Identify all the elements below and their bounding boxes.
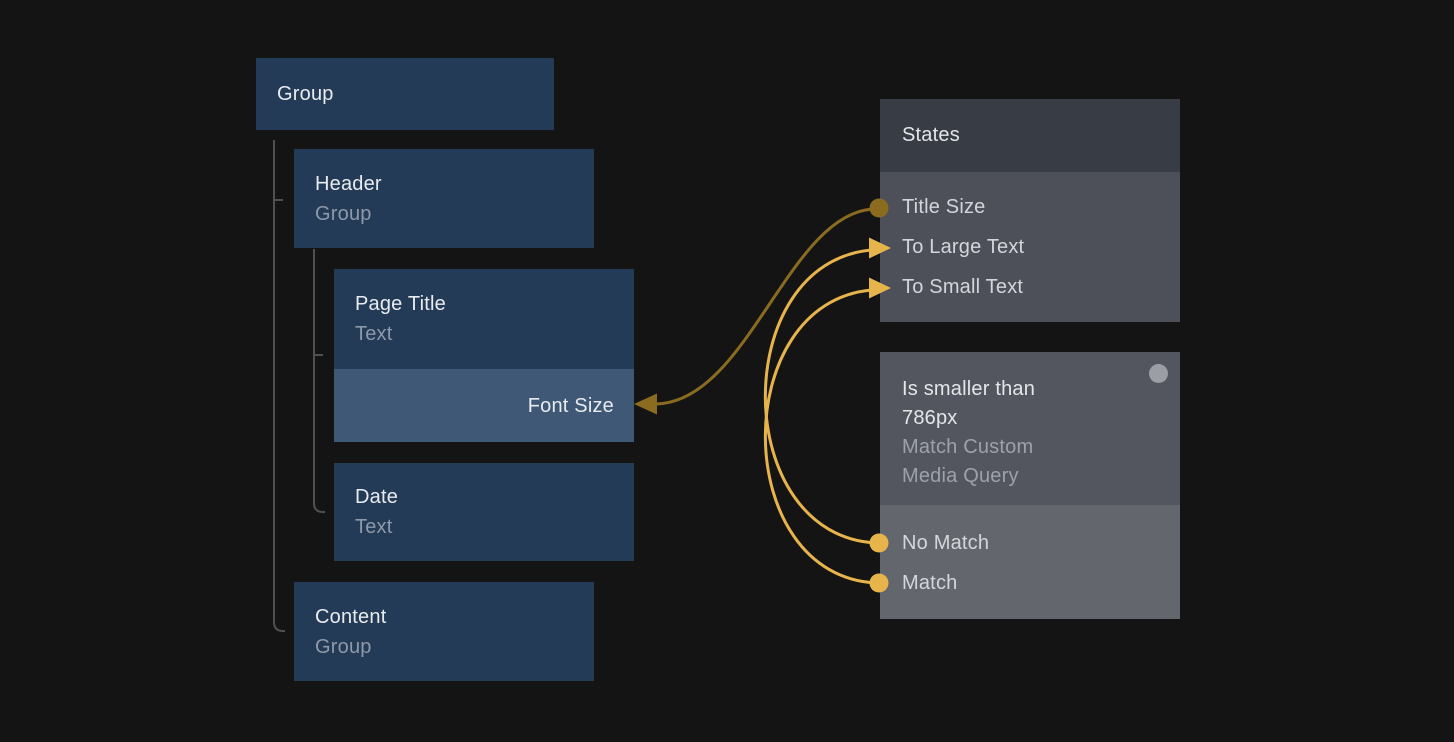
- media-query-item-label: Match: [902, 571, 958, 594]
- layer-node-title: Group: [277, 83, 334, 105]
- layer-node-font-size-override[interactable]: Font Size: [334, 369, 634, 442]
- tree-connector-header-line: [313, 249, 325, 513]
- states-panel-header: States: [880, 99, 1180, 172]
- states-panel-body: Title Size To Large Text To Small Text: [880, 172, 1180, 322]
- layer-node-header[interactable]: Header Group: [294, 149, 594, 248]
- layer-node-type: Group: [315, 635, 372, 658]
- media-query-subtitle-line: Media Query: [902, 465, 1019, 487]
- link-title-size-to-font-size: [655, 207, 874, 406]
- layer-node-date[interactable]: Date Text: [334, 463, 634, 561]
- state-item-to-small-text[interactable]: To Small Text: [880, 267, 1180, 307]
- tree-connector-root-line: [273, 140, 285, 632]
- media-query-item-match[interactable]: Match: [880, 563, 1180, 603]
- layer-node-content[interactable]: Content Group: [294, 582, 594, 681]
- media-query-panel-body: No Match Match: [880, 505, 1180, 619]
- media-query-title-line: Is smaller than: [902, 378, 1036, 400]
- layer-node-title: Date: [355, 486, 399, 508]
- media-query-item-label: No Match: [902, 531, 990, 554]
- media-query-subtitle-line: Match Custom: [902, 436, 1034, 458]
- state-item-label: To Large Text: [902, 235, 1025, 258]
- state-item-label: Title Size: [902, 195, 986, 218]
- layer-node-title: Page Title: [355, 293, 446, 315]
- states-panel-title: States: [902, 124, 960, 146]
- link-match-to-small-text: [763, 288, 878, 585]
- layer-node-group[interactable]: Group: [256, 58, 554, 130]
- layer-node-type: Text: [355, 323, 393, 345]
- layer-node-page-title[interactable]: Page Title Text: [334, 269, 634, 369]
- media-query-item-no-match[interactable]: No Match: [880, 523, 1180, 563]
- connector-handle-icon[interactable]: [1149, 364, 1168, 383]
- media-query-panel: Is smaller than 786px Match Custom Media…: [880, 352, 1180, 619]
- link-no-match-to-large-text: [763, 248, 878, 545]
- layer-node-title: Header: [315, 172, 382, 195]
- media-query-title-line: 786px: [902, 407, 958, 429]
- layer-node-type: Text: [355, 516, 393, 538]
- layer-node-type: Group: [315, 202, 372, 225]
- layer-node-title: Content: [315, 605, 387, 628]
- state-item-title-size[interactable]: Title Size: [880, 187, 1180, 227]
- arrowhead-font-size-icon: [634, 393, 657, 415]
- override-label: Font Size: [527, 394, 614, 417]
- state-item-label: To Small Text: [902, 275, 1024, 298]
- state-item-to-large-text[interactable]: To Large Text: [880, 227, 1180, 267]
- media-query-panel-header: Is smaller than 786px Match Custom Media…: [880, 352, 1180, 505]
- states-panel: States Title Size To Large Text To Small…: [880, 99, 1180, 322]
